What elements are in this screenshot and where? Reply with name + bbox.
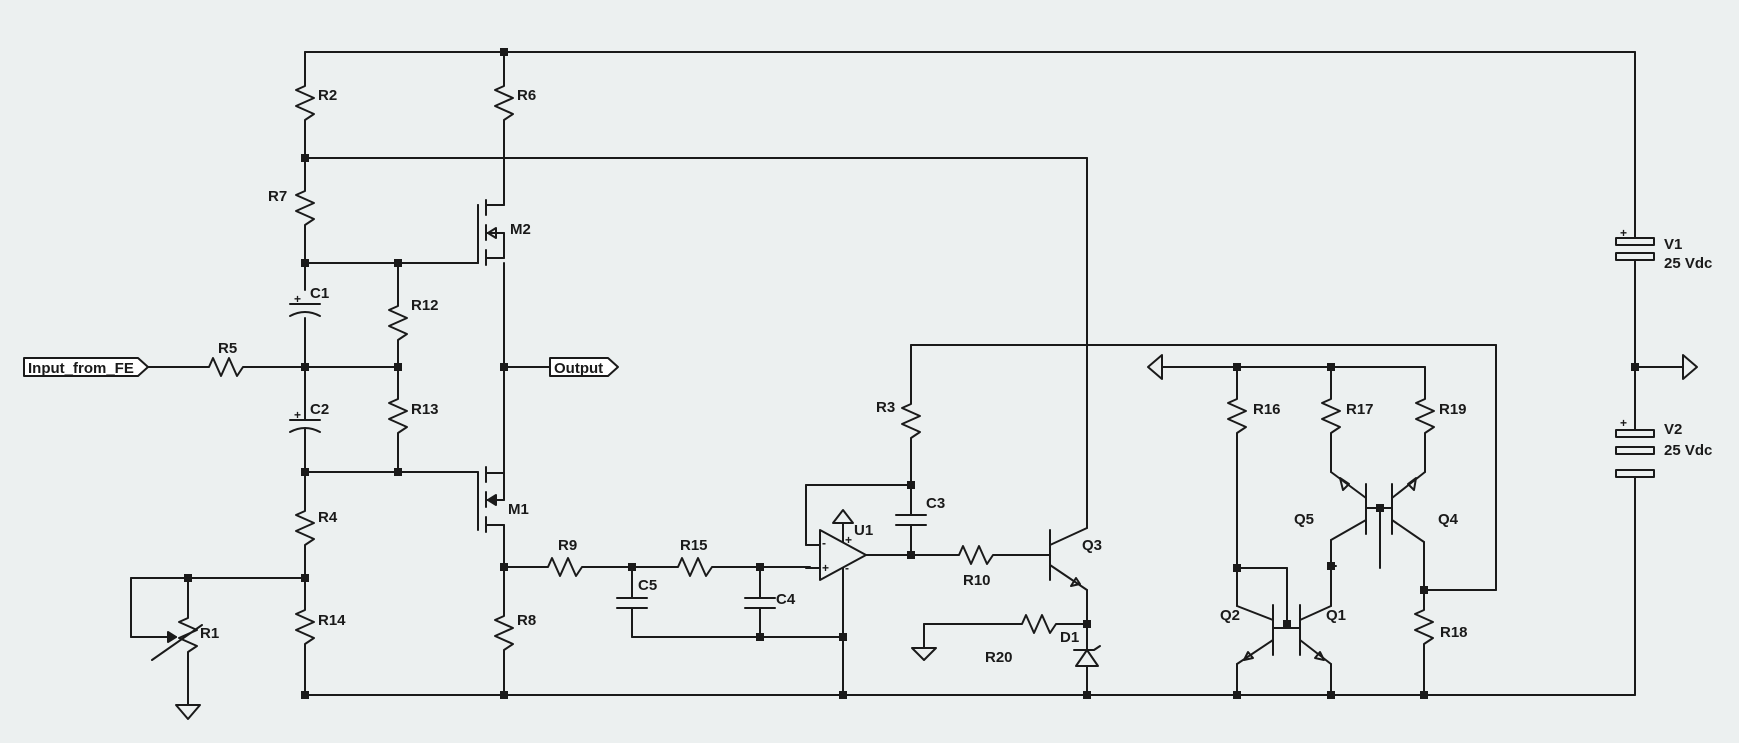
resistor-r16 xyxy=(671,557,719,577)
label-r7: R7 xyxy=(268,188,287,205)
ground-icon xyxy=(1682,354,1698,380)
resistor-r6 xyxy=(494,79,514,127)
voltage-source-v1 xyxy=(1615,219,1655,261)
label-c3: C3 xyxy=(926,495,945,512)
resistor-r9 xyxy=(541,557,589,577)
u1-plus: + xyxy=(822,561,829,575)
label-r1: R1 xyxy=(200,625,219,642)
transistor-q5 xyxy=(1330,471,1381,567)
label-r10: R10 xyxy=(963,572,991,589)
label-q3: Q3 xyxy=(1082,537,1102,554)
label-r3: R3 xyxy=(876,399,895,416)
label-c4: C4 xyxy=(776,591,796,608)
label-r18: R18 xyxy=(1440,624,1468,641)
junction-dots xyxy=(184,48,1639,699)
label-r19: R19 xyxy=(1439,401,1467,418)
label-c5: C5 xyxy=(638,577,657,594)
label-q2: Q2 xyxy=(1220,607,1240,624)
u1-supply-minus: - xyxy=(845,561,849,575)
resistor-r20 xyxy=(1015,614,1063,634)
c1-plus: + xyxy=(294,292,301,306)
port-input: Input_from_FE xyxy=(23,357,149,377)
label-v2-value: 25 Vdc xyxy=(1664,442,1712,459)
label-r20: R20 xyxy=(985,649,1013,666)
label-u1: U1 xyxy=(854,522,873,539)
resistor-r4 xyxy=(295,504,315,552)
resistor-r13 xyxy=(388,392,408,440)
ground-icon xyxy=(911,647,937,661)
label-r14: R14 xyxy=(318,612,346,629)
port-output-label: Output xyxy=(554,360,603,377)
label-r5: R5 xyxy=(218,340,237,357)
label-r17: R17 xyxy=(1346,401,1374,418)
label-v1: V1 xyxy=(1664,236,1682,253)
resistor-r8 xyxy=(494,609,514,657)
resistor-r18 xyxy=(1414,603,1434,651)
port-input-label: Input_from_FE xyxy=(28,360,134,377)
label-r13: R13 xyxy=(411,401,439,418)
label-r4: R4 xyxy=(318,509,338,526)
ground-icon xyxy=(1147,354,1163,380)
label-m1: M1 xyxy=(508,501,529,518)
opamp-u1 xyxy=(805,509,867,581)
label-v1-value: 25 Vdc xyxy=(1664,255,1712,272)
transistor-q2 xyxy=(1236,604,1288,665)
resistor-r19 xyxy=(1415,392,1435,440)
label-v2: V2 xyxy=(1664,421,1682,438)
resistor-r3 xyxy=(901,397,921,447)
resistor-symbols xyxy=(151,79,1435,667)
resistor-r17 xyxy=(1321,392,1341,440)
label-c2: C2 xyxy=(310,401,329,418)
mosfet-m1 xyxy=(477,466,505,533)
ground-icon xyxy=(175,704,201,720)
label-m2: M2 xyxy=(510,221,531,238)
u1-supply-plus: + xyxy=(845,533,852,547)
label-r12: R12 xyxy=(411,297,439,314)
label-r16: R15 xyxy=(680,537,708,554)
capacitor-c4 xyxy=(744,597,776,609)
mosfet-m2 xyxy=(477,199,505,266)
polarity-marks: + + - + + - + + xyxy=(294,226,1627,575)
capacitor-c5 xyxy=(616,597,648,609)
wires xyxy=(130,51,1684,706)
capacitor-c1 xyxy=(289,303,321,317)
label-d1: D1 xyxy=(1060,629,1079,646)
port-output: Output xyxy=(549,357,619,377)
label-q5: Q5 xyxy=(1294,511,1314,528)
resistor-r12 xyxy=(388,299,408,347)
resistor-r7 xyxy=(295,184,315,232)
label-c1: C1 xyxy=(310,285,329,302)
label-r9: R9 xyxy=(558,537,577,554)
ground-symbols xyxy=(175,354,1698,720)
label-q1: Q1 xyxy=(1326,607,1346,624)
resistor-r15 xyxy=(1227,392,1247,440)
resistor-r2 xyxy=(295,79,315,127)
label-r2: R2 xyxy=(318,87,337,104)
label-q4: Q4 xyxy=(1438,511,1459,528)
component-labels: R2 R6 R7 M2 C1 R12 R5 C2 R13 M1 R4 R1 R1… xyxy=(200,87,1712,666)
label-r15: R16 xyxy=(1253,401,1281,418)
v1-plus: + xyxy=(1620,226,1627,240)
transistor-q4 xyxy=(1379,471,1426,543)
capacitor-symbols xyxy=(289,303,927,609)
resistor-r14 xyxy=(295,603,315,651)
c2-plus: + xyxy=(294,408,301,422)
capacitor-c3 xyxy=(895,514,927,526)
capacitor-c2 xyxy=(289,399,321,433)
resistor-r5 xyxy=(202,357,252,377)
transistor-q3 xyxy=(1049,527,1088,591)
diode-d1 xyxy=(1073,645,1101,675)
label-r6: R6 xyxy=(517,87,536,104)
voltage-source-v2 xyxy=(1615,417,1655,478)
transistor-q1 xyxy=(1286,604,1332,665)
v2-plus: + xyxy=(1620,416,1627,430)
label-r8: R8 xyxy=(517,612,536,629)
resistor-r10 xyxy=(952,545,1000,565)
u1-minus: - xyxy=(822,536,826,550)
